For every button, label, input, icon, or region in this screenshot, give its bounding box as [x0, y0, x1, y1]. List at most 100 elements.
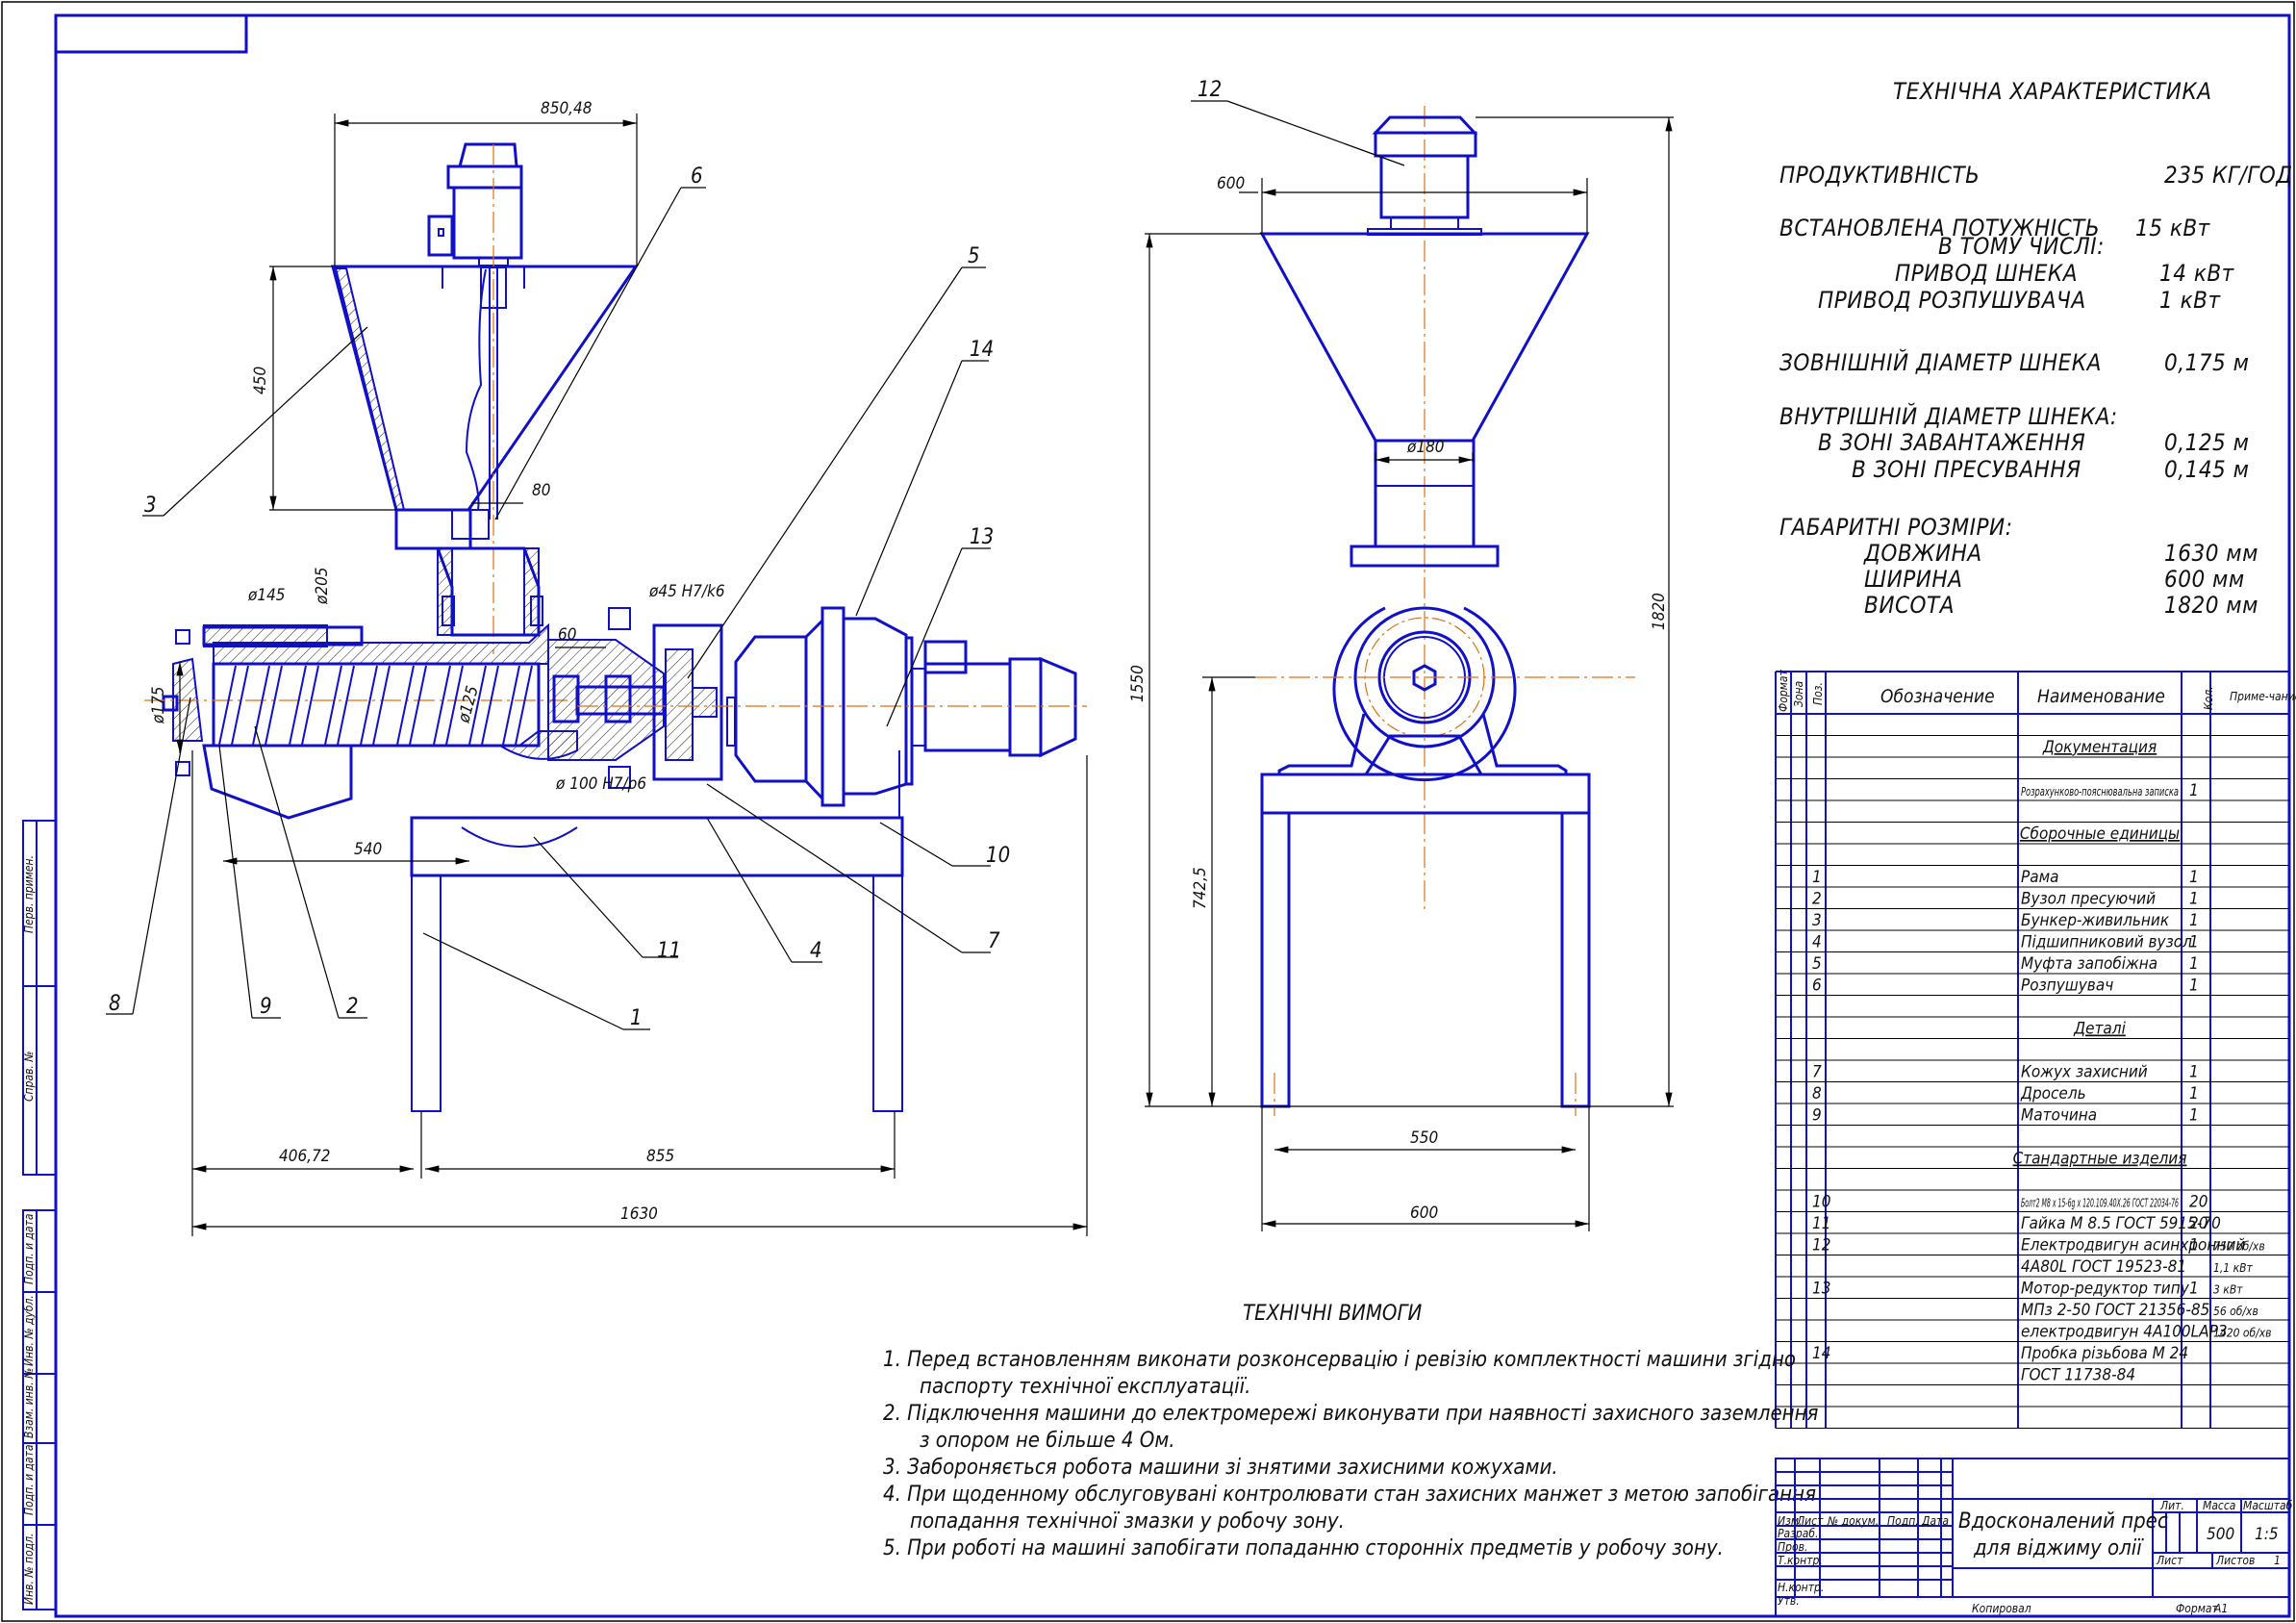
callout-4: 4 [810, 939, 822, 963]
tech-spec-label: ЗОВНІШНІЙ ДІАМЕТР ШНЕКА [1779, 348, 2102, 376]
motor-reducer [577, 606, 1087, 807]
bom-qty: 1 [2189, 868, 2199, 887]
tech-spec-label: В ЗОНІ ПРЕСУВАННЯ [1852, 456, 2082, 483]
stamp-role: Пров. [1778, 1540, 1807, 1554]
bom-name: Вузол пресуючий [2021, 890, 2156, 909]
bom-pos: 13 [1812, 1280, 1830, 1299]
bom-row: ГОСТ 11738-84 [2021, 1366, 2135, 1385]
tech-spec-label: ПРИВОД ШНЕКА [1895, 260, 2078, 287]
callout-10: 10 [986, 844, 1010, 868]
stamp-role: Н.контр. [1778, 1581, 1824, 1594]
dim-406: 406,72 [279, 1147, 331, 1166]
bom-name: Маточина [2021, 1106, 2097, 1126]
dim-d145: ø145 [247, 586, 286, 605]
dim-1550: 1550 [1128, 665, 1148, 702]
stamp-col-doc: № докум. [1827, 1514, 1879, 1528]
agitator-motor [427, 142, 523, 266]
dim-450: 450 [251, 367, 270, 394]
side-stamp: Перв. примен. Справ. № Подп. и дата Инв.… [22, 820, 57, 1610]
format-label: Формат [2176, 1602, 2219, 1615]
callout-13: 13 [970, 525, 994, 549]
bom-pos: 11 [1812, 1214, 1830, 1233]
bom-row: 4А80L ГОСТ 19523-81 1,1 кВт [2021, 1257, 2254, 1277]
bom-note: 56 об/хв [2213, 1305, 2258, 1318]
tech-spec-value: 1820 мм [2164, 592, 2258, 619]
lit-label: Лит. [2159, 1499, 2184, 1512]
stamp-col-izm: Изм. [1778, 1514, 1802, 1528]
scale-value: 1:5 [2255, 1525, 2279, 1544]
title-block: Изм. Лист № докум. Подп. Дата Разраб. Пр… [1775, 1458, 2293, 1617]
drawing-title-line1: Вдосконалений прес [1958, 1509, 2168, 1534]
requirement-line: 5. При роботі на машині запобігати попад… [883, 1536, 1724, 1560]
tech-spec-value: 1630 мм [2164, 540, 2258, 567]
tech-spec-value: 600 мм [2164, 566, 2245, 593]
bom-section-title: Сборочные единицы [2020, 824, 2180, 844]
dim-550: 550 [1410, 1128, 1438, 1148]
tech-spec-label: В ЗОНІ ЗАВАНТАЖЕННЯ [1818, 429, 2085, 456]
dim-855: 855 [646, 1147, 674, 1166]
side-stamp-label: Подп. и дата [22, 1444, 36, 1515]
callout-14: 14 [970, 338, 994, 362]
tech-spec-label: ВСТАНОВЛЕНА ПОТУЖНІСТЬ [1779, 215, 2100, 241]
bom-name: електродвигун 4А100LАР3 [2021, 1323, 2228, 1342]
tech-spec-label: ДОВЖИНА [1863, 540, 1982, 567]
tech-spec-value: 14 кВт [2159, 260, 2235, 287]
requirement-line: 4. При щоденному обслуговувані контролюв… [883, 1483, 1816, 1507]
screw-flights [218, 665, 533, 746]
stamp-role: Разраб. [1778, 1527, 1818, 1540]
bom-name: Електродвигун асинхронний [2021, 1236, 2245, 1255]
frame [410, 750, 904, 1112]
requirement-line: 3. Забороняється робота машини зі знятим… [883, 1456, 1558, 1480]
bom-qty: 1 [2189, 954, 2199, 974]
bom-note: 3 кВт [2213, 1283, 2243, 1297]
callout-1: 1 [630, 1006, 643, 1030]
tech-spec-value: 0,175 м [2164, 349, 2249, 376]
side-dimension-lines [1145, 100, 1674, 1231]
requirement-line: 1. Перед встановленням виконати розконсе… [883, 1348, 1796, 1372]
dim-d180: ø180 [1406, 438, 1445, 457]
bom-note: 1,1 кВт [2213, 1261, 2254, 1275]
side-stamp-label: Взам. инв. № [22, 1368, 36, 1438]
bom-section-title: Деталі [2073, 1020, 2126, 1039]
bom-qty: 1 [2189, 890, 2199, 909]
stamp-col-list: Лист [1796, 1514, 1824, 1528]
requirements-title: ТЕХНІЧНІ ВИМОГИ [1243, 1302, 1422, 1326]
side-frame-top [1260, 773, 1591, 815]
dim-d100: ø 100 H7/р6 [555, 774, 646, 794]
bom-pos: 9 [1812, 1106, 1822, 1126]
dimension-lines [176, 114, 1088, 1236]
dim-d45: ø45 H7/k6 [648, 582, 725, 601]
bom-name: 4А80L ГОСТ 19523-81 [2021, 1257, 2186, 1277]
tech-spec-title: ТЕХНІЧНА ХАРАКТЕРИСТИКА [1893, 78, 2212, 105]
side-stamp-label: Инв. № подл. [22, 1534, 36, 1605]
bom-name: Розпушувач [2021, 976, 2113, 996]
dim-60: 60 [558, 625, 576, 645]
bearing-housing [547, 607, 723, 789]
side-barrel [1255, 606, 1635, 782]
scale-label: Масштаб [2243, 1499, 2293, 1512]
technical-requirements: ТЕХНІЧНІ ВИМОГИ 1. Перед встановленням в… [883, 1302, 1819, 1560]
bom-pos: 3 [1812, 911, 1822, 930]
callout-11: 11 [657, 939, 681, 963]
dim-top-600: 600 [1217, 174, 1245, 193]
tech-spec-label: В ТОМУ ЧИСЛІ: [1938, 233, 2105, 260]
requirement-line: з опором не більше 4 Ом. [920, 1429, 1175, 1453]
dim-80: 80 [532, 481, 550, 500]
tech-spec-label: ГАБАРИТНІ РОЗМІРИ: [1779, 514, 2012, 541]
tech-spec-label: ВНУТРІШНІЙ ДІАМЕТР ШНЕКА: [1779, 402, 2118, 430]
bom-pos: 12 [1812, 1236, 1830, 1255]
top-left-box [54, 13, 248, 54]
requirement-line: попадання технічної змазки у робочу зону… [910, 1509, 1345, 1534]
bom-qty: 1 [2189, 1063, 2199, 1082]
press-barrel [144, 622, 578, 820]
bom-row: Документация [2042, 738, 2157, 757]
bom-name: Бункер-живильник [2021, 911, 2170, 930]
